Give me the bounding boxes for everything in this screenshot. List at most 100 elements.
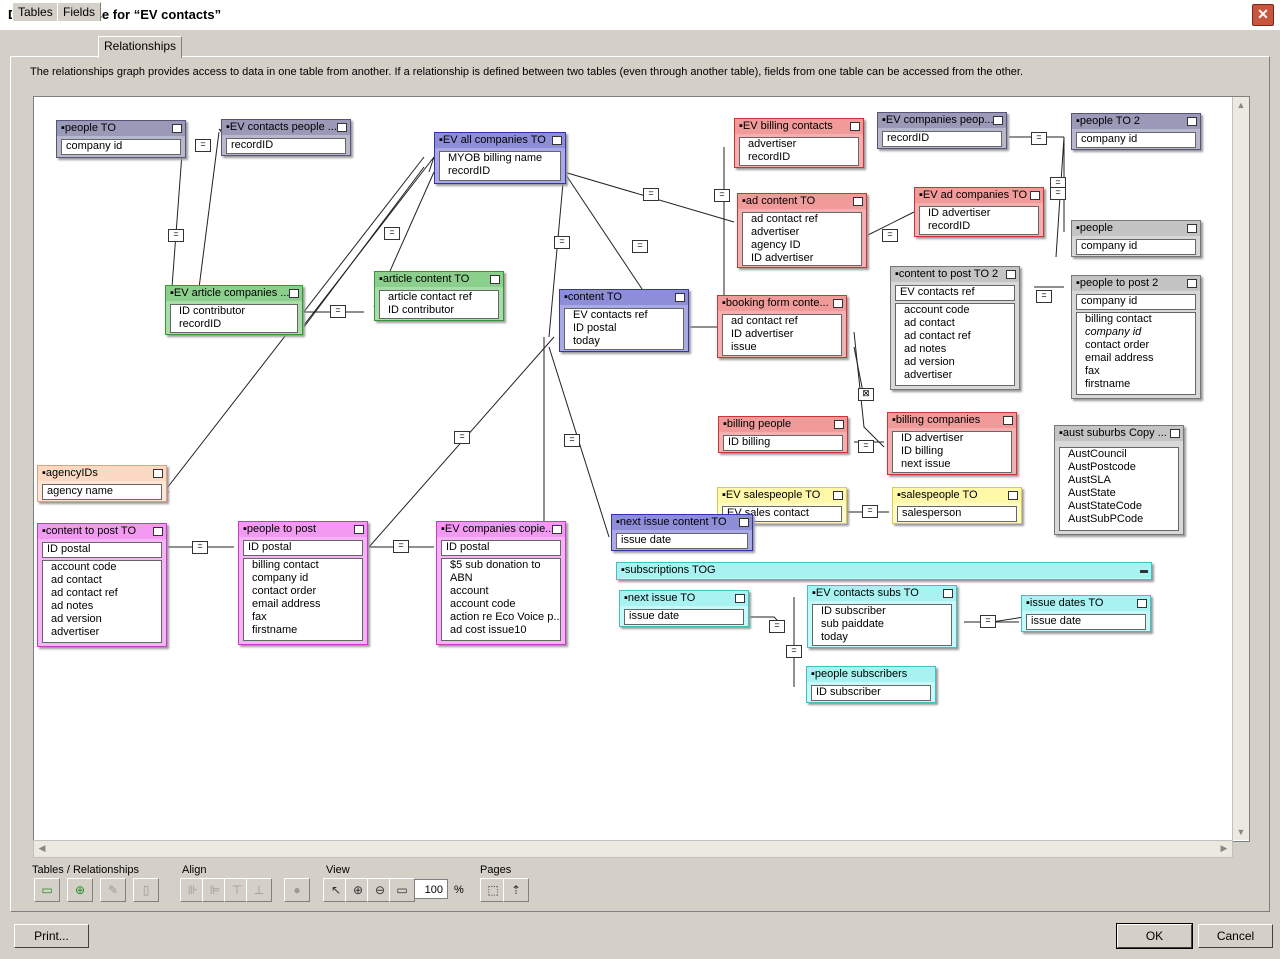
relationship-operator[interactable]: =: [554, 236, 570, 249]
table-occurrence-issue-dates[interactable]: ▪issue dates TO issue date: [1021, 595, 1151, 632]
to-field-list: ad contact ref ID advertiser issue: [722, 314, 842, 356]
table-occurrence-ad-content[interactable]: ▪ad content TO ad contact ref advertiser…: [737, 193, 867, 268]
edit-pencil-icon[interactable]: ✎: [100, 878, 126, 902]
table-occurrence-people-to-2[interactable]: ▪people TO 2 company id: [1071, 113, 1201, 150]
relationship-operator[interactable]: =: [786, 645, 802, 658]
to-header: ▪people: [1072, 221, 1200, 236]
table-occurrence-people[interactable]: ▪people company id: [1071, 220, 1201, 257]
to-field-list: ad contact ref advertiser agency ID ID a…: [742, 212, 862, 266]
to-field: company id: [1085, 326, 1142, 338]
table-occurrence-ev-all-companies[interactable]: ▪EV all companies TO MYOB billing name r…: [434, 132, 566, 184]
add-relationship-icon[interactable]: ⊕: [67, 878, 93, 902]
table-occurrence-next-issue-content[interactable]: ▪next issue content TO issue date: [611, 514, 753, 551]
relationship-operator[interactable]: ⊠: [858, 388, 874, 401]
color-circle-icon[interactable]: ●: [284, 878, 310, 902]
relationship-operator[interactable]: =: [643, 188, 659, 201]
to-field: advertiser: [751, 226, 800, 238]
tab-relationships[interactable]: Relationships: [98, 36, 183, 58]
to-key-field: ID postal: [243, 540, 363, 556]
table-occurrence-ev-companies-peop[interactable]: ▪EV companies peop... recordID: [877, 112, 1007, 149]
align-center-icon[interactable]: ⊫: [202, 878, 228, 902]
table-occurrence-ev-ad-companies[interactable]: ▪EV ad companies TO ID advertiser record…: [914, 187, 1044, 237]
relationships-graph[interactable]: = = = = = = = = = = = = = ⊠ = = = = = = …: [33, 96, 1250, 842]
relationship-operator[interactable]: =: [330, 305, 346, 318]
relationship-operator[interactable]: =: [1036, 290, 1052, 303]
relationship-operator[interactable]: =: [1050, 187, 1066, 200]
table-occurrence-ev-contacts-subs[interactable]: ▪EV contacts subs TO ID subscriber sub p…: [807, 585, 957, 648]
table-occurrence-aust-suburbs[interactable]: ▪aust suburbs Copy ... AustCouncil AustP…: [1054, 425, 1184, 535]
relationship-operator[interactable]: =: [862, 505, 878, 518]
tab-fields[interactable]: Fields: [57, 2, 102, 21]
to-field: today: [821, 631, 848, 643]
relationship-operator[interactable]: =: [384, 227, 400, 240]
to-field-list: ID advertiser recordID: [919, 206, 1039, 235]
to-header: ▪subscriptions TOG: [617, 563, 1151, 578]
to-field: recordID: [226, 138, 346, 154]
relationship-operator[interactable]: =: [168, 229, 184, 242]
scroll-up-icon[interactable]: ▲: [1236, 100, 1246, 110]
to-field: billing contact: [1085, 313, 1152, 325]
to-field: company id: [61, 139, 181, 155]
scroll-left-icon[interactable]: ◀: [38, 843, 46, 853]
to-field-list: account code ad contact ad contact ref a…: [42, 560, 162, 643]
to-header: ▪EV article companies ...: [166, 286, 302, 301]
table-occurrence-people-to-post[interactable]: ▪people to post ID postal billing contac…: [238, 521, 368, 645]
zoom-in-icon[interactable]: ⊕: [345, 878, 371, 902]
relationship-operator[interactable]: =: [882, 229, 898, 242]
to-field: ID contributor: [388, 304, 455, 316]
table-occurrence-ev-contacts-people[interactable]: ▪EV contacts people ... recordID: [221, 119, 351, 156]
to-key-field: ID postal: [441, 540, 561, 556]
relationship-operator[interactable]: =: [1031, 132, 1047, 145]
table-occurrence-booking-form[interactable]: ▪booking form conte... ad contact ref ID…: [717, 295, 847, 358]
relationship-operator[interactable]: =: [192, 541, 208, 554]
horizontal-scrollbar[interactable]: ◀ ▶: [33, 840, 1233, 858]
table-occurrence-content[interactable]: ▪content TO EV contacts ref ID postal to…: [559, 289, 689, 352]
zoom-percentage-input[interactable]: 100: [414, 879, 448, 899]
add-table-icon[interactable]: ▭: [34, 878, 60, 902]
table-occurrence-group-subscriptions[interactable]: ▪subscriptions TOG: [616, 562, 1152, 580]
relationship-operator[interactable]: =: [769, 620, 785, 633]
zoom-fit-icon[interactable]: ▭: [389, 878, 415, 902]
to-field: salesperson: [897, 506, 1017, 522]
close-icon[interactable]: ✕: [1252, 4, 1274, 26]
to-header: ▪people subscribers: [807, 667, 935, 682]
table-occurrence-ev-billing-contacts[interactable]: ▪EV billing contacts advertiser recordID: [734, 118, 864, 168]
relationship-operator[interactable]: =: [195, 139, 211, 152]
table-occurrence-next-issue[interactable]: ▪next issue TO issue date: [619, 590, 749, 627]
delete-icon[interactable]: ▯: [133, 878, 159, 902]
relationship-operator[interactable]: =: [393, 540, 409, 553]
tab-tables[interactable]: Tables: [12, 2, 59, 21]
page-setup-icon[interactable]: ⇡: [503, 878, 529, 902]
to-field: email address: [252, 598, 321, 610]
table-occurrence-billing-people[interactable]: ▪billing people ID billing: [718, 416, 848, 453]
relationship-operator[interactable]: =: [564, 434, 580, 447]
zoom-out-icon[interactable]: ⊖: [367, 878, 393, 902]
table-occurrence-ev-article-companies[interactable]: ▪EV article companies ... ID contributor…: [165, 285, 303, 335]
scroll-down-icon[interactable]: ▼: [1236, 827, 1246, 837]
table-occurrence-people-to[interactable]: ▪people TO company id: [56, 120, 186, 158]
ok-button[interactable]: OK: [1116, 923, 1193, 949]
table-occurrence-people-to-post-2[interactable]: ▪people to post 2 company id billing con…: [1071, 275, 1201, 399]
to-header: ▪EV billing contacts: [735, 119, 863, 134]
table-occurrence-ev-companies-copie[interactable]: ▪EV companies copie... ID postal $5 sub …: [436, 521, 566, 645]
relationship-operator[interactable]: =: [980, 615, 996, 628]
to-field: ad contact: [904, 317, 955, 329]
to-header: ▪people to post 2: [1072, 276, 1200, 291]
table-occurrence-agency-ids[interactable]: ▪agencyIDs agency name: [37, 465, 167, 502]
align-bottom-icon[interactable]: ⊥: [246, 878, 272, 902]
relationship-operator[interactable]: =: [632, 240, 648, 253]
table-occurrence-salespeople[interactable]: ▪salespeople TO salesperson: [892, 487, 1022, 524]
table-occurrence-billing-companies[interactable]: ▪billing companies ID advertiser ID bill…: [887, 412, 1017, 475]
table-occurrence-people-subscribers[interactable]: ▪people subscribers ID subscriber: [806, 666, 936, 703]
table-occurrence-article-content[interactable]: ▪article content TO article contact ref …: [374, 271, 504, 321]
table-occurrence-content-to-post-2[interactable]: ▪content to post TO 2 EV contacts ref ac…: [890, 266, 1020, 390]
relationship-operator[interactable]: =: [714, 189, 730, 202]
table-occurrence-content-to-post[interactable]: ▪content to post TO ID postal account co…: [37, 523, 167, 647]
to-header: ▪ad content TO: [738, 194, 866, 209]
relationship-operator[interactable]: =: [858, 440, 874, 453]
scroll-right-icon[interactable]: ▶: [1220, 843, 1228, 853]
vertical-scrollbar[interactable]: ▲ ▼: [1232, 97, 1249, 840]
print-button[interactable]: Print...: [14, 924, 89, 948]
relationship-operator[interactable]: =: [454, 431, 470, 444]
cancel-button[interactable]: Cancel: [1198, 924, 1273, 948]
